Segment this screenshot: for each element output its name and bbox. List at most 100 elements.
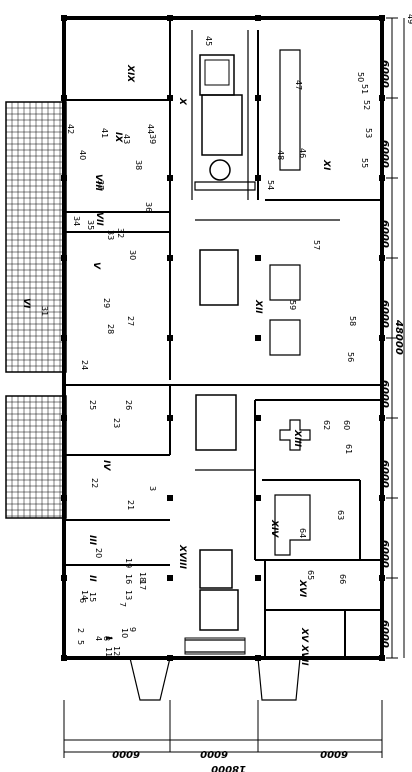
equipment-number: 55 bbox=[360, 158, 369, 168]
equipment-number: 2 bbox=[76, 628, 85, 633]
equipment-number: 65 bbox=[306, 570, 315, 580]
room-label-xi: XI bbox=[321, 159, 331, 171]
room-label-ii: II bbox=[87, 575, 97, 582]
equipment-number: 24 bbox=[80, 360, 89, 370]
equipment-number: 17 bbox=[138, 580, 147, 590]
room-label-xv: XV bbox=[299, 627, 309, 643]
equipment-number: 46 bbox=[298, 148, 307, 158]
bay-dim-1: 6000 bbox=[379, 60, 390, 88]
engine-assemblies bbox=[269, 49, 311, 556]
bay-dim-2: 6000 bbox=[379, 140, 390, 168]
crawler-tractor bbox=[195, 249, 239, 451]
bay-dim-7: 6000 bbox=[379, 540, 390, 568]
room-label-vii: VII bbox=[94, 212, 104, 226]
equipment-number: 3 bbox=[148, 486, 157, 491]
room-label-xiii: XIII bbox=[292, 429, 302, 448]
equipment-number: 30 bbox=[128, 250, 137, 260]
equipment-number: 1 bbox=[104, 636, 113, 641]
equipment-number: 21 bbox=[126, 500, 135, 510]
equipment-number: 15 bbox=[88, 592, 97, 602]
bay-dim-3: 6000 bbox=[379, 220, 390, 248]
bay-dim-8: 6000 bbox=[379, 620, 390, 648]
equipment-number: 35 bbox=[86, 220, 95, 230]
equipment-number: 64 bbox=[298, 528, 307, 538]
equipment-number: 56 bbox=[346, 352, 355, 362]
equipment-number: 60 bbox=[342, 420, 351, 430]
equipment-number: 57 bbox=[312, 240, 321, 250]
equipment-number: 38 bbox=[134, 160, 143, 170]
equipment-number: 52 bbox=[362, 100, 371, 110]
room-label-x: X bbox=[177, 97, 187, 106]
equipment-number: 45 bbox=[204, 36, 213, 46]
equipment-number: 7 bbox=[118, 602, 127, 607]
room-label-iv: IV bbox=[101, 460, 111, 471]
equipment-number: 6 bbox=[78, 598, 87, 603]
equipment-number: 39 bbox=[148, 134, 157, 144]
room-label-xii: XII bbox=[253, 299, 263, 314]
equipment-number: 47 bbox=[294, 80, 303, 90]
equipment-number: 29 bbox=[102, 298, 111, 308]
dimension-bottom bbox=[63, 700, 383, 758]
equipment-number: 34 bbox=[72, 216, 81, 226]
room-label-i: I bbox=[103, 636, 113, 640]
room-label-v: V bbox=[91, 262, 101, 270]
bottom-dim-2: 6000 bbox=[200, 748, 228, 759]
total-length-dim: 48000 bbox=[393, 319, 404, 355]
equipment-number: 25 bbox=[88, 400, 97, 410]
equipment-number: 26 bbox=[124, 400, 133, 410]
equipment-number: 13 bbox=[124, 590, 133, 600]
equipment-number: 14 bbox=[80, 590, 89, 600]
partition-walls bbox=[64, 18, 382, 659]
room-label-vi: VI bbox=[21, 298, 31, 309]
room-label-xvi: XVI bbox=[297, 579, 307, 598]
equipment-number: 50 bbox=[356, 72, 365, 82]
equipment-number: 58 bbox=[348, 316, 357, 326]
bay-dim-4: 6000 bbox=[379, 300, 390, 328]
equipment-number: 22 bbox=[90, 478, 99, 488]
equipment-number: 27 bbox=[126, 316, 135, 326]
equipment-number: 62 bbox=[322, 420, 331, 430]
tractor-bottom bbox=[184, 549, 246, 655]
apron-hatching bbox=[5, 101, 67, 518]
bay-dim-6: 6000 bbox=[379, 460, 390, 488]
equipment-number: 41 bbox=[100, 128, 109, 138]
room-label-viii: VIII bbox=[93, 174, 103, 192]
equipment-number: 33 bbox=[106, 230, 115, 240]
room-label-iii: III bbox=[87, 535, 97, 546]
equipment-number: 49 bbox=[406, 14, 412, 24]
equipment-number: 37 bbox=[96, 180, 105, 190]
equipment-number: 11 bbox=[104, 647, 113, 657]
equipment-number: 8 bbox=[102, 636, 111, 641]
equipment-number: 63 bbox=[336, 510, 345, 520]
bottom-dim-3: 6000 bbox=[320, 748, 348, 759]
bottom-dim-1: 6000 bbox=[112, 748, 140, 759]
equipment-number: 28 bbox=[106, 324, 115, 334]
equipment-number: 4 bbox=[94, 636, 103, 641]
equipment-number: 51 bbox=[360, 84, 369, 94]
equipment-number: 5 bbox=[76, 640, 85, 645]
room-label-ix: IX bbox=[113, 132, 123, 143]
equipment-number: 59 bbox=[288, 300, 297, 310]
equipment-number: 20 bbox=[94, 548, 103, 558]
equipment-number: 36 bbox=[144, 202, 153, 212]
outer-wall bbox=[62, 16, 384, 660]
tractor-top bbox=[199, 54, 243, 181]
equipment-number: 23 bbox=[112, 418, 121, 428]
room-label-xviii: XVIII bbox=[177, 544, 187, 570]
entrance-ramps bbox=[129, 657, 301, 701]
equipment-number: 32 bbox=[116, 228, 125, 238]
equipment-number: 12 bbox=[112, 646, 121, 656]
dimension-ticks bbox=[386, 17, 398, 659]
room-label-xiv: XIV bbox=[269, 519, 279, 538]
total-width-dim: 18000 bbox=[211, 763, 246, 772]
equipment-number: 40 bbox=[78, 150, 87, 160]
equipment-number: 31 bbox=[40, 306, 49, 316]
equipment-number: 42 bbox=[66, 124, 75, 134]
equipment-number: 18 bbox=[138, 572, 147, 582]
equipment-number: 54 bbox=[266, 180, 275, 190]
equipment-number: 16 bbox=[124, 574, 133, 584]
equipment-number: 48 bbox=[276, 150, 285, 160]
equipment-number: 9 bbox=[128, 627, 137, 632]
